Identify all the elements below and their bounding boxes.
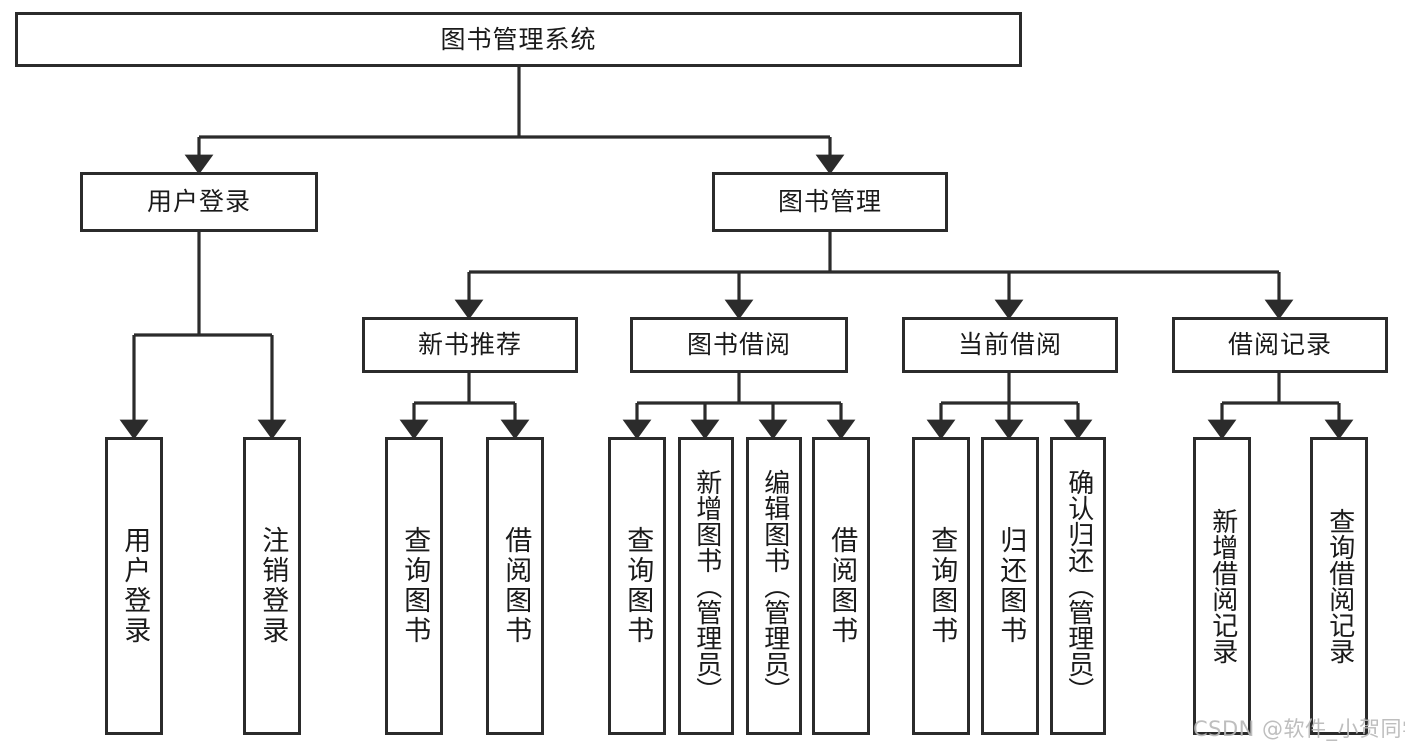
watermark-text: CSDN @软件_小贺同学: [1193, 717, 1405, 741]
leaf-borrow-record-query[interactable]: 查询借阅记录: [1310, 437, 1368, 735]
node-label: 新书推荐: [417, 330, 522, 360]
node-borrow-record[interactable]: 借阅记录: [1172, 317, 1388, 373]
node-label: 查询借阅记录: [1324, 508, 1355, 664]
leaf-book-borrow-borrow[interactable]: 借阅图书: [812, 437, 870, 735]
leaf-book-borrow-edit[interactable]: 编辑图书（管理员）: [746, 437, 802, 735]
node-label: 图书管理: [777, 187, 882, 217]
node-label: 新增借阅记录: [1207, 508, 1238, 664]
leaf-book-borrow-query[interactable]: 查询图书: [608, 437, 666, 735]
leaf-new-books-borrow[interactable]: 借阅图书: [486, 437, 544, 735]
node-label: 借阅图书: [500, 526, 532, 646]
node-book-borrow[interactable]: 图书借阅: [630, 317, 848, 373]
node-label: 图书管理系统: [440, 24, 597, 54]
node-label: 编辑图书（管理员）: [759, 469, 790, 703]
leaf-user-login-logout[interactable]: 注销登录: [243, 437, 301, 735]
node-book-management[interactable]: 图书管理: [712, 172, 948, 232]
node-label: 当前借阅: [957, 330, 1062, 360]
node-label: 查询图书: [622, 526, 654, 646]
node-label: 查询图书: [926, 526, 958, 646]
leaf-current-borrow-return[interactable]: 归还图书: [981, 437, 1039, 735]
node-label: 借阅记录: [1227, 330, 1332, 360]
node-label: 确认归还（管理员）: [1063, 469, 1094, 703]
node-root-system[interactable]: 图书管理系统: [15, 12, 1022, 67]
node-label: 用户登录: [119, 526, 151, 646]
leaf-current-borrow-query[interactable]: 查询图书: [912, 437, 970, 735]
node-label: 图书借阅: [686, 330, 791, 360]
node-label: 新增图书（管理员）: [691, 469, 722, 703]
node-user-login[interactable]: 用户登录: [80, 172, 318, 232]
node-current-borrow[interactable]: 当前借阅: [902, 317, 1118, 373]
node-label: 借阅图书: [826, 526, 858, 646]
leaf-borrow-record-add[interactable]: 新增借阅记录: [1193, 437, 1251, 735]
node-label: 归还图书: [995, 526, 1027, 646]
leaf-new-books-query[interactable]: 查询图书: [385, 437, 443, 735]
node-label: 注销登录: [257, 526, 289, 646]
leaf-current-borrow-confirm-return[interactable]: 确认归还（管理员）: [1050, 437, 1106, 735]
node-label: 查询图书: [399, 526, 431, 646]
node-label: 用户登录: [146, 187, 251, 217]
leaf-user-login-login[interactable]: 用户登录: [105, 437, 163, 735]
leaf-book-borrow-add[interactable]: 新增图书（管理员）: [678, 437, 734, 735]
node-new-book-recommend[interactable]: 新书推荐: [362, 317, 578, 373]
